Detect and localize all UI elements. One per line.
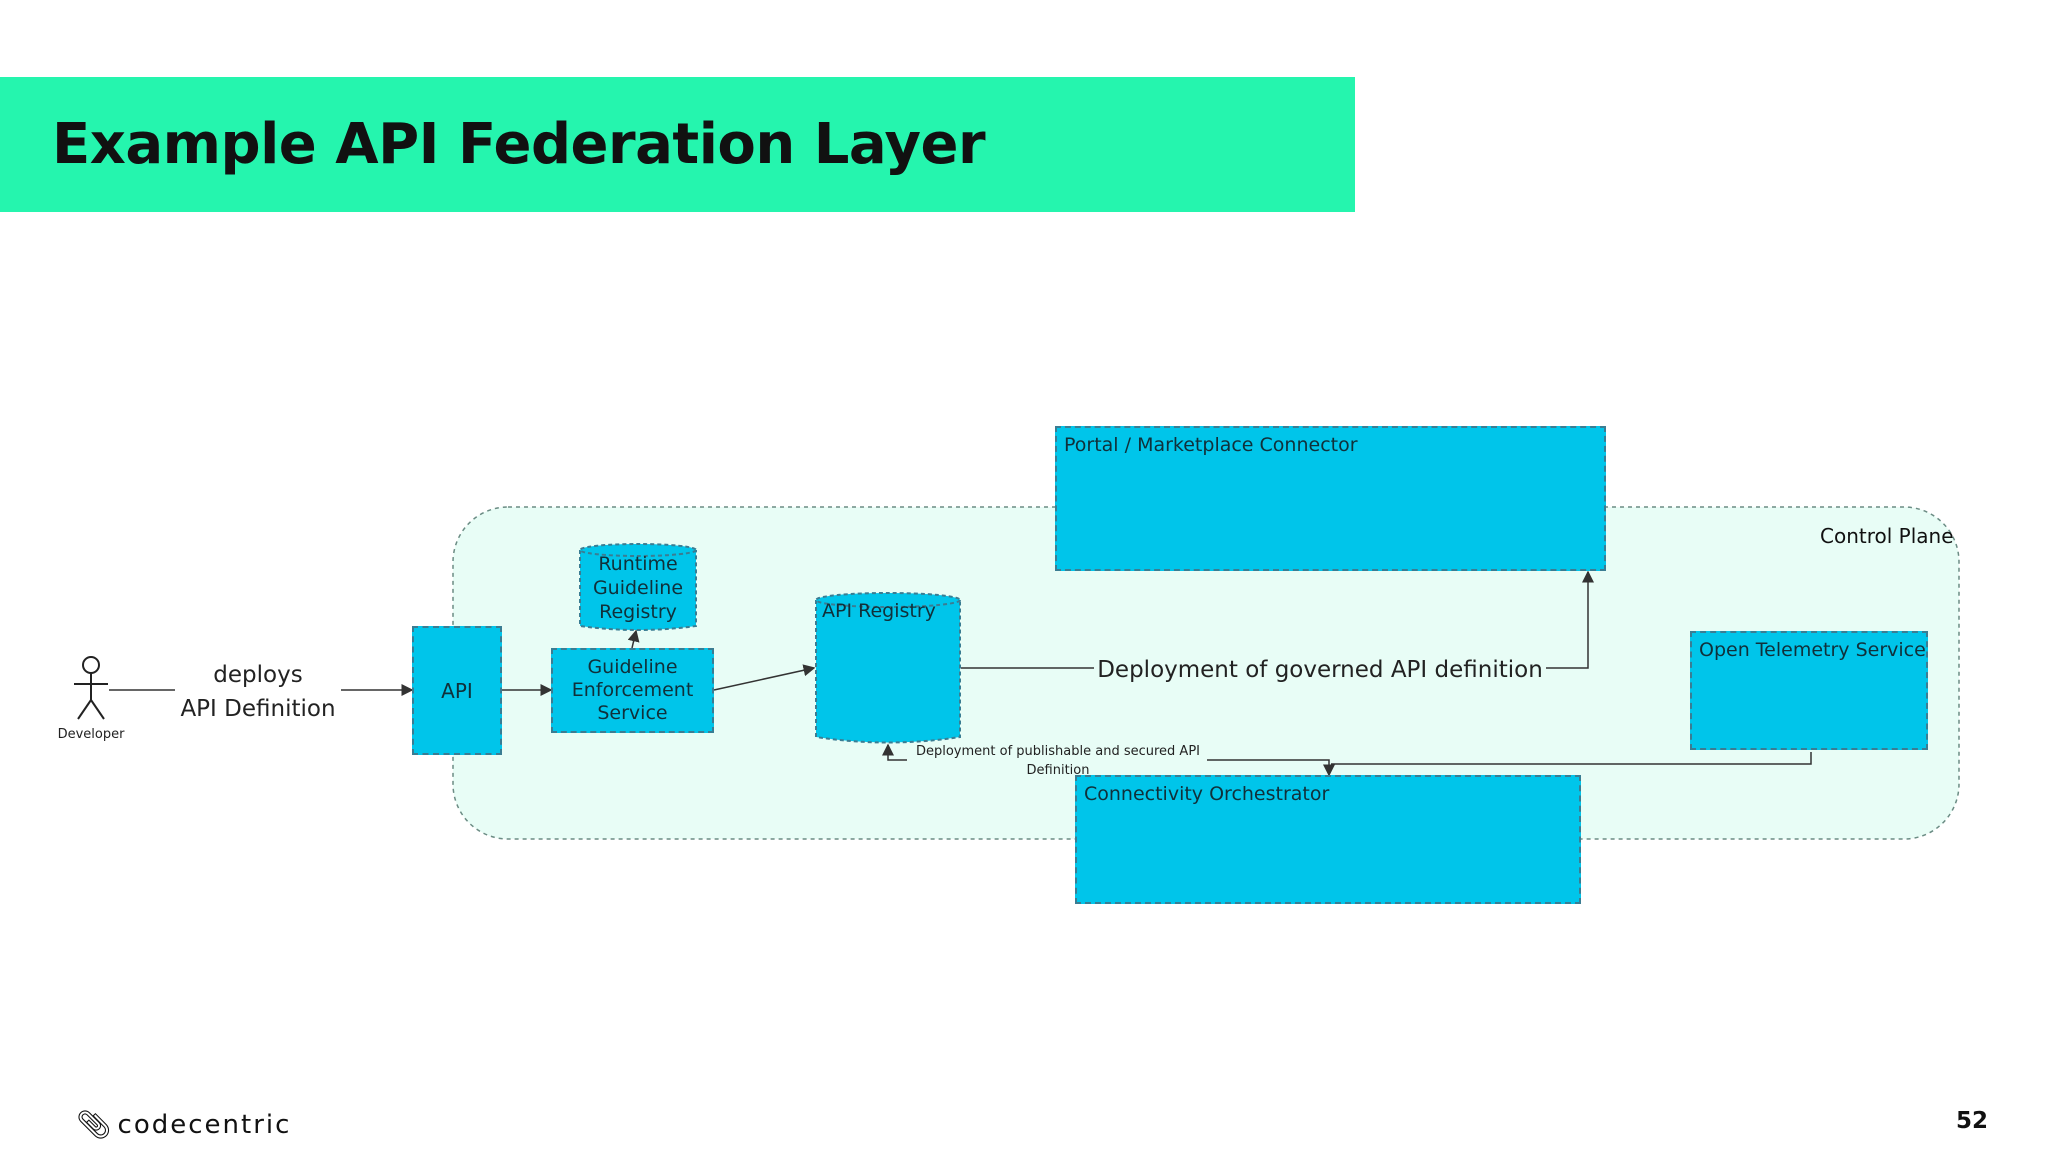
connector-guideline-registry — [713, 664, 816, 691]
page-number: 52 — [1955, 1108, 1988, 1134]
deployment-publishable-label-1: Deployment of publishable and secured AP… — [916, 744, 1200, 759]
connector-publishable-orchestrator — [1207, 759, 1335, 777]
open-telemetry-service-box: Open Telemetry Service — [1690, 631, 1928, 750]
developer-label: Developer — [58, 727, 126, 742]
api-box: API — [412, 626, 502, 755]
open-telemetry-service-label: Open Telemetry Service — [1699, 639, 1926, 661]
codecentric-logo: 📎︎ codecentric — [76, 1108, 291, 1141]
deploys-label: deploys — [213, 662, 302, 688]
api-registry-shape — [815, 592, 961, 744]
api-registry-label: API Registry — [822, 600, 936, 622]
connector-telemetry-orchestrator — [1331, 752, 1812, 765]
portal-marketplace-connector-label: Portal / Marketplace Connector — [1064, 434, 1358, 456]
connector-orchestrator-registry — [882, 743, 907, 761]
developer-actor-icon — [74, 656, 108, 720]
logo-text: codecentric — [117, 1109, 292, 1140]
slide-title: Example API Federation Layer — [52, 112, 986, 177]
connectivity-orchestrator-box: Connectivity Orchestrator — [1075, 775, 1581, 904]
runtime-guideline-registry-shape — [579, 543, 697, 631]
api-box-label: API — [441, 678, 473, 703]
guideline-enforcement-service-box: Guideline Enforcement Service — [551, 648, 714, 733]
control-plane-label: Control Plane — [1820, 524, 1954, 548]
api-definition-label: API Definition — [180, 696, 335, 722]
deployment-governed-label: Deployment of governed API definition — [1097, 657, 1543, 683]
deployment-publishable-label-2: Definition — [1027, 763, 1090, 778]
portal-marketplace-connector-box: Portal / Marketplace Connector — [1055, 426, 1606, 571]
paperclip-logo-icon: 📎︎ — [76, 1108, 114, 1141]
title-bar: Example API Federation Layer — [0, 77, 1355, 212]
connector-governed-portal — [1546, 570, 1594, 669]
connectivity-orchestrator-label: Connectivity Orchestrator — [1084, 783, 1330, 805]
runtime-guideline-registry-label: Runtime Guideline Registry — [592, 553, 684, 623]
connector-guideline-runtime — [627, 629, 640, 649]
guideline-enforcement-service-label: Guideline Enforcement Service — [571, 656, 694, 724]
